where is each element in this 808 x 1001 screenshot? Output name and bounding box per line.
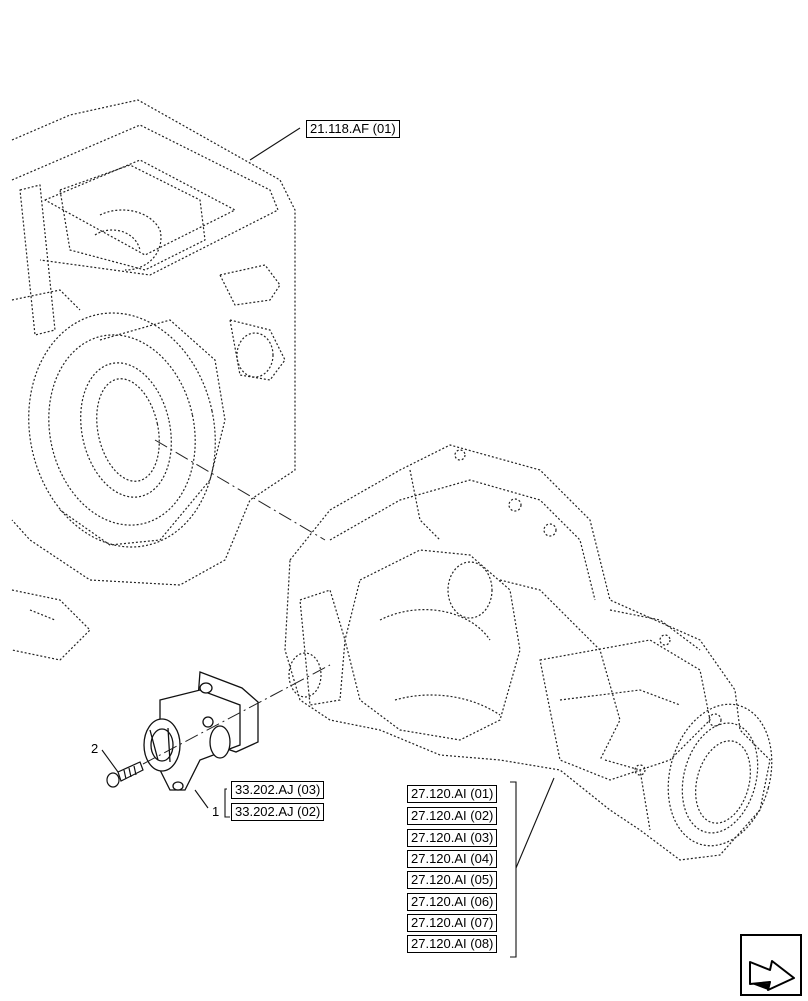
solenoid-valve	[143, 671, 259, 791]
valve-mount-centerline	[142, 664, 331, 765]
next-page-button[interactable]	[740, 934, 802, 996]
item2-leader-line	[101, 749, 119, 773]
ref-axle-1[interactable]: 27.120.AI (01)	[407, 785, 498, 803]
item-number-2: 2	[91, 741, 99, 756]
axle-ref-bracket	[510, 781, 517, 958]
housing-leader-line	[249, 127, 301, 161]
item1-leader-line	[194, 789, 209, 809]
ref-valve-1[interactable]: 33.202.AJ (03)	[231, 781, 325, 799]
ref-axle-2[interactable]: 27.120.AI (02)	[407, 807, 498, 825]
item-number-1: 1	[212, 804, 220, 819]
ref-axle-7[interactable]: 27.120.AI (07)	[407, 914, 498, 932]
ref-axle-3[interactable]: 27.120.AI (03)	[407, 829, 498, 847]
housing-axle-centerline	[154, 439, 326, 541]
ref-valve-2[interactable]: 33.202.AJ (02)	[231, 803, 325, 821]
ref-axle-8[interactable]: 27.120.AI (08)	[407, 935, 498, 953]
ref-axle-6[interactable]: 27.120.AI (06)	[407, 893, 498, 911]
axle-housing	[284, 444, 773, 861]
next-page-arrow-icon	[740, 934, 802, 996]
axle-leader-line	[515, 777, 555, 869]
ref-axle-4[interactable]: 27.120.AI (04)	[407, 850, 498, 868]
transmission-housing	[11, 99, 296, 661]
valve-ref-bracket	[224, 788, 230, 818]
cap-screw	[106, 761, 144, 788]
ref-axle-5[interactable]: 27.120.AI (05)	[407, 871, 498, 889]
ref-housing[interactable]: 21.118.AF (01)	[306, 120, 400, 138]
